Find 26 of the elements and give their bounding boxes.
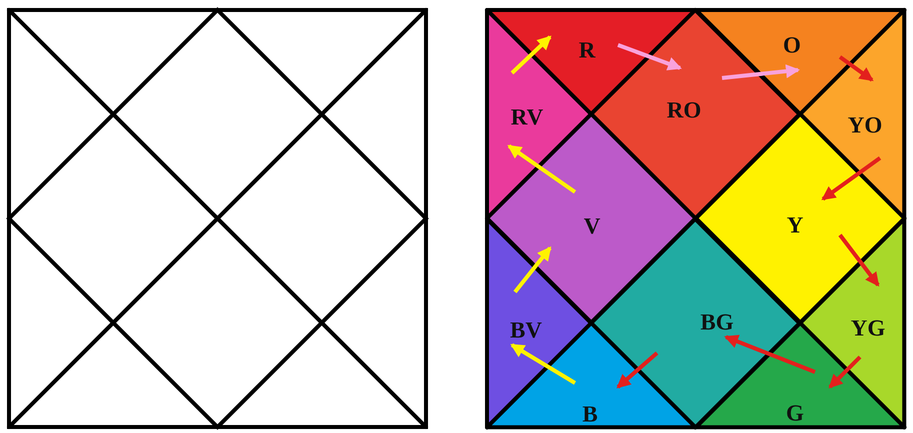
arrow [838,234,880,287]
region-label: YO [848,114,882,136]
arrow [513,246,552,294]
arrow [507,144,576,194]
region-label: O [783,34,801,56]
arrow [821,156,882,201]
region-label: YG [850,316,886,340]
region-label: BG [700,310,734,334]
region-label: V [584,214,600,238]
triangle-region [487,322,696,427]
region-label: RO [666,98,702,122]
triangle-region [800,10,904,218]
region-label: RV [510,106,544,128]
region-label: G [786,402,804,424]
region-label: B [582,402,598,426]
arrow [722,64,800,80]
region-label: Y [786,214,804,236]
arrow [838,55,874,82]
region-label: R [578,38,596,62]
arrow [617,43,682,70]
arrow [510,343,576,385]
region-label: BV [510,318,542,342]
arrow [616,352,658,388]
arrow [724,334,816,374]
arrow [510,36,552,74]
arrow [828,356,862,388]
